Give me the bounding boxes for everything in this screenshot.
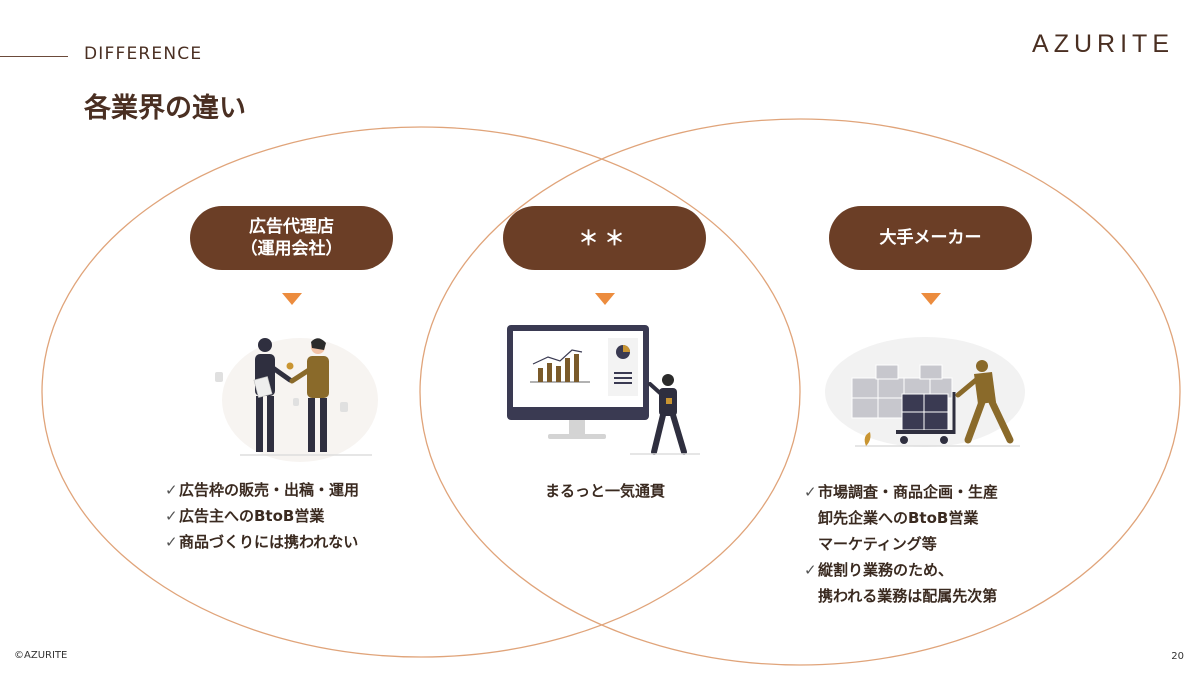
check-icon	[804, 505, 818, 531]
center-description: まるっと一気通貫	[544, 482, 665, 500]
venn-left-ellipse	[41, 126, 801, 658]
list-item: ✓ 市場調査・商品企画・生産	[804, 479, 998, 505]
check-icon	[804, 531, 818, 557]
check-icon: ✓	[804, 483, 817, 501]
manufacturer-feature-list: ✓ 市場調査・商品企画・生産 卸先企業へのBtoB営業 マーケティング等 ✓ 縦…	[804, 479, 998, 609]
brand-logo: AZURITE	[1032, 30, 1174, 58]
list-item: ✓ 縦割り業務のため、	[804, 557, 998, 583]
manufacturer-arrow-icon	[921, 293, 941, 305]
check-icon: ✓	[165, 481, 178, 499]
agency-arrow-icon	[282, 293, 302, 305]
page-title: 各業界の違い	[84, 93, 246, 124]
agency-label-pill: 広告代理店 （運用会社）	[190, 206, 393, 270]
list-item: ✓ 広告枠の販売・出稿・運用	[165, 477, 359, 503]
center-label-pill: ＊＊	[503, 206, 706, 270]
check-icon: ✓	[804, 561, 817, 579]
monitor-chart-illustration-icon	[507, 325, 700, 455]
check-icon: ✓	[165, 533, 178, 551]
list-item: 携われる業務は配属先次第	[804, 583, 998, 609]
list-item: 卸先企業へのBtoB営業	[804, 505, 998, 531]
center-arrow-icon	[595, 293, 615, 305]
agency-feature-list: ✓ 広告枠の販売・出稿・運用 ✓ 広告主へのBtoB営業 ✓ 商品づくりには携わ…	[165, 477, 359, 555]
section-label: DIFFERENCE	[84, 44, 203, 64]
check-icon: ✓	[165, 507, 178, 525]
list-item: マーケティング等	[804, 531, 998, 557]
list-item: ✓ 広告主へのBtoB営業	[165, 503, 359, 529]
cart-boxes-illustration-icon	[825, 337, 1025, 447]
check-icon	[804, 583, 818, 609]
manufacturer-label-pill: 大手メーカー	[829, 206, 1032, 270]
header-rule	[0, 56, 68, 57]
page-number: 20	[1171, 651, 1184, 662]
copyright: ©AZURITE	[14, 650, 68, 661]
list-item: ✓ 商品づくりには携われない	[165, 529, 359, 555]
handshake-illustration-icon	[215, 338, 378, 462]
venn-right-ellipse	[419, 118, 1181, 666]
